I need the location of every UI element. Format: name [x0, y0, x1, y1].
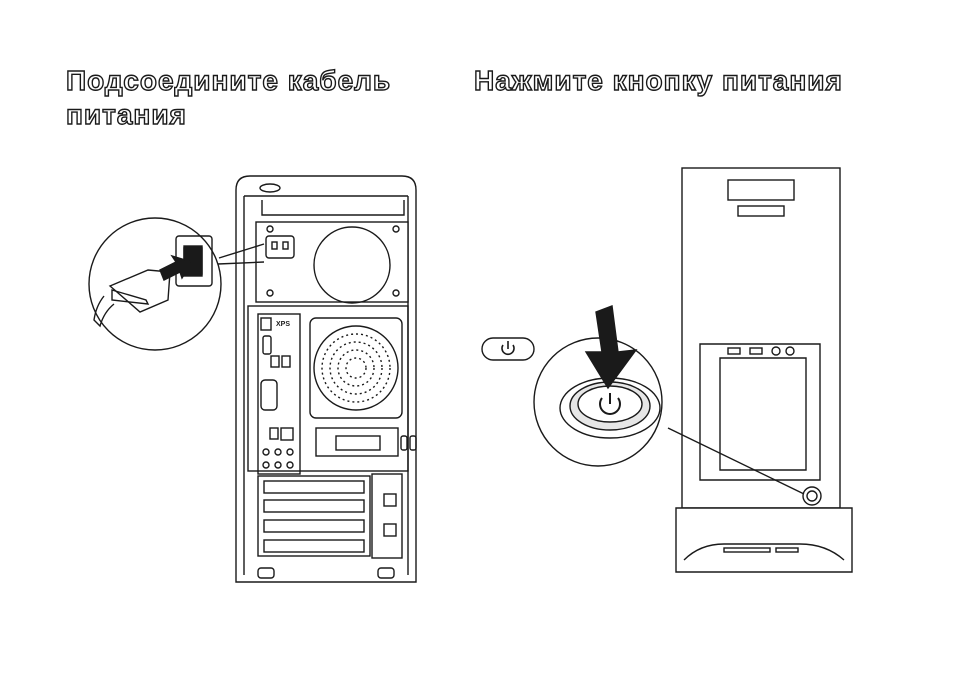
front-panel-illustration [0, 0, 953, 676]
